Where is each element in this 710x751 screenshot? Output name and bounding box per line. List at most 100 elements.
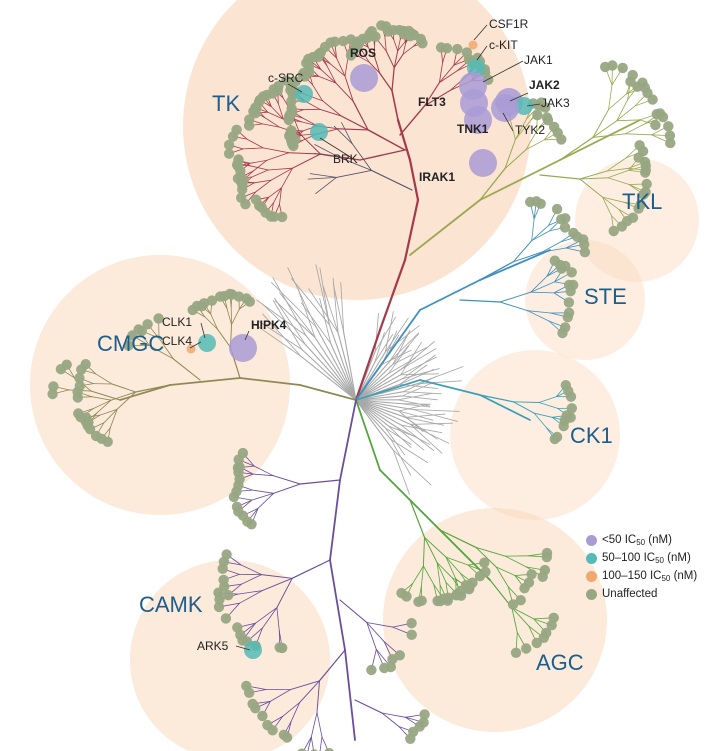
tree-branch [401, 341, 435, 370]
kinase-dot [540, 102, 551, 113]
kinase-marker-ros [350, 64, 378, 92]
tree-branch [533, 412, 553, 418]
tree-branch [616, 99, 628, 122]
kinase-dots [47, 20, 676, 751]
tree-branch [366, 622, 394, 628]
tree-branch [239, 590, 263, 604]
tree-branch [525, 139, 545, 150]
tree-branch [355, 399, 381, 471]
tree-branch [254, 179, 272, 184]
kinase-dot [616, 221, 628, 232]
tree-branch [262, 313, 302, 357]
tree-branch [319, 153, 361, 161]
tree-branch [355, 399, 390, 427]
kinase-label-csf1r: CSF1R [489, 17, 529, 31]
kinase-dot [537, 571, 548, 582]
tree-branch [499, 301, 529, 312]
tree-branch [330, 342, 357, 401]
kinase-dot [223, 139, 235, 151]
tree-branch [401, 368, 440, 380]
tree-branch [579, 177, 609, 180]
tree-branch [445, 556, 461, 574]
tree-branch [337, 128, 369, 131]
kinase-marker-ark5 [244, 641, 262, 659]
tree-branch [385, 427, 406, 456]
tree-branch [479, 249, 551, 281]
tree-branch [403, 198, 420, 262]
tree-branch [253, 465, 274, 477]
tree-branch [315, 177, 337, 194]
tree-branch [366, 622, 385, 643]
tree-branch [402, 391, 442, 395]
kinase-dot [324, 748, 334, 751]
tree-branch [531, 230, 550, 242]
tree-branch [384, 317, 409, 353]
tree-branch [255, 179, 272, 193]
tree-branch [354, 328, 382, 402]
kinase-label-ark5: ARK5 [197, 639, 229, 653]
kinase-dot [247, 698, 258, 710]
tree-branch [401, 348, 437, 370]
tree-branch [329, 63, 346, 77]
tree-branch [538, 396, 557, 403]
tree-branch [419, 379, 481, 396]
tree-branch [624, 133, 652, 136]
kinase-dot [510, 647, 522, 658]
tree-branch [352, 100, 369, 131]
leader-line [287, 83, 303, 93]
family-region-cmgc [30, 255, 290, 515]
legend-label-strong: <50 IC50 (nM)<50 IC50 (nM) [602, 533, 672, 547]
tree-branch [246, 138, 264, 149]
tree-branch [421, 565, 424, 587]
kinase-label-ros: ROS [350, 46, 376, 60]
tree-branch [392, 449, 410, 495]
kinase-dot [557, 327, 568, 339]
tree-branch [355, 368, 403, 401]
kinase-dot [366, 26, 377, 37]
kinase-dot [387, 654, 398, 665]
kinase-dot [632, 81, 643, 92]
tree-branch [400, 356, 437, 376]
tree-branch [384, 36, 387, 52]
kinase-marker-hipk4 [229, 334, 257, 362]
kinase-dot [73, 408, 84, 419]
tree-branch [272, 475, 301, 485]
tree-branch [355, 374, 402, 401]
tree-branch [251, 169, 269, 178]
kinase-label-flt3: FLT3 [418, 95, 446, 109]
tree-branch [290, 680, 320, 691]
legend-item-weak: 100–150 IC50 (nM)100–150 IC50 (nM) [586, 567, 710, 585]
tree-branch [262, 607, 278, 629]
tree-branch [509, 117, 516, 140]
tree-branch [377, 39, 387, 52]
legend-label-weak: 100–150 IC50 (nM)100–150 IC50 (nM) [602, 569, 698, 583]
tree-branch [374, 56, 381, 74]
kinase-marker-csf1r [468, 40, 478, 50]
tree-branch [328, 324, 357, 401]
tree-branch [267, 167, 293, 171]
kinase-dot [90, 430, 102, 442]
tree-branch [269, 689, 291, 702]
tree-branch [300, 355, 357, 401]
kinase-dot [515, 595, 526, 606]
tree-branch [262, 123, 280, 128]
tree-branch [388, 332, 420, 363]
kinase-dot [474, 570, 486, 582]
leader-line [482, 60, 524, 83]
family-region-agc [383, 508, 607, 732]
tree-branch [355, 399, 412, 425]
tree-branch [531, 225, 549, 242]
tree-branch [538, 402, 559, 409]
tree-branch [499, 291, 532, 303]
tree-branch [255, 607, 278, 624]
inhibited-kinase-markers [186, 40, 533, 659]
tree-branch [99, 408, 118, 416]
kinase-dot [532, 110, 543, 121]
kinase-dot [413, 596, 424, 607]
tree-branch [354, 699, 383, 714]
tree-branch [504, 149, 527, 170]
tree-branch [355, 309, 421, 401]
tree-branch [343, 331, 357, 401]
kinase-dot [531, 637, 542, 649]
kinase-dot [47, 388, 58, 400]
